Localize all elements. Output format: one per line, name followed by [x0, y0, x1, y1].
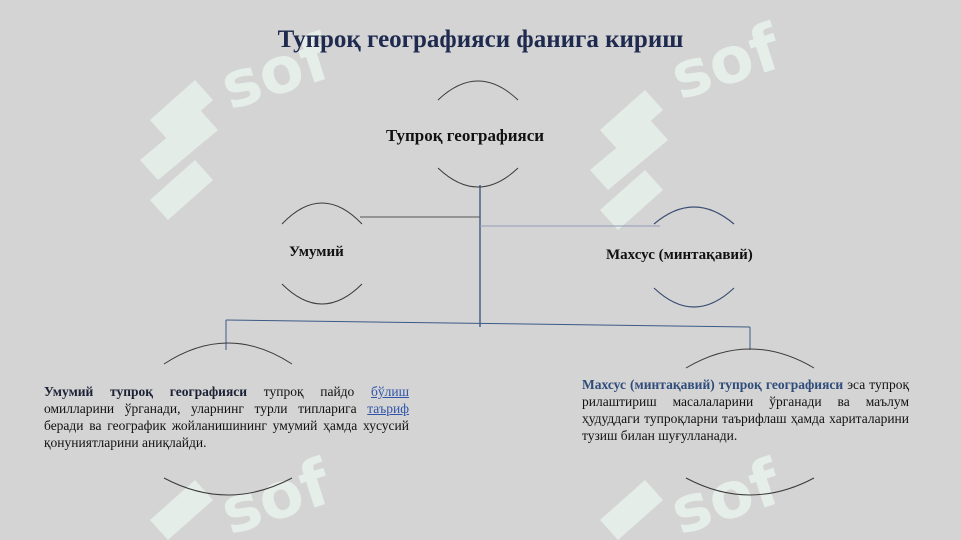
special-description-lead: Махсус (минтақавий) тупроқ географияси: [582, 377, 844, 392]
node-soil-geography: Тупроқ географияси: [386, 126, 545, 145]
general-description-part-1: тупроқ пайдо: [247, 384, 371, 399]
node-general: Умумий: [289, 244, 344, 260]
general-description-part-2: омилларини ўрганади, уларнинг турли типл…: [44, 401, 368, 416]
node-special-regional: Махсус (минтақавий): [606, 247, 753, 263]
link-bulish[interactable]: бўлиш: [371, 384, 409, 399]
general-description: Умумий тупроқ географияси тупроқ пайдо б…: [44, 383, 409, 451]
special-description-rest: эса тупроқ рилаштириш масалаларини ўрган…: [582, 377, 910, 443]
general-description-part-3: беради ва географик жойланишининг умумий…: [44, 418, 409, 450]
slide-title: Тупроқ географияси фанига кириш: [277, 26, 684, 53]
special-description: Махсус (минтақавий) тупроқ географияси э…: [582, 376, 909, 444]
link-tarif[interactable]: таъриф: [367, 401, 409, 416]
general-description-lead: Умумий тупроқ географияси: [44, 384, 248, 399]
